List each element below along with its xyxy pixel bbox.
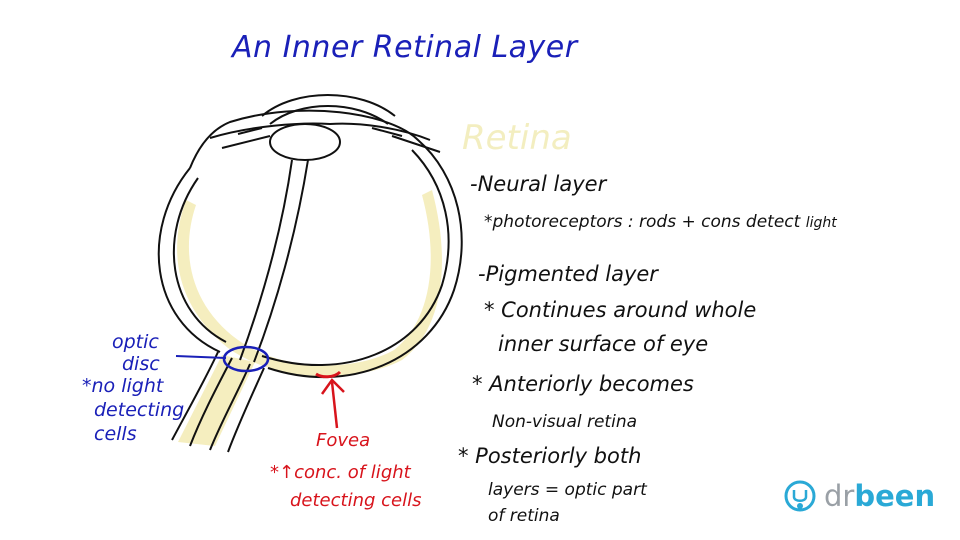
fovea-label-2: *↑conc. of light bbox=[270, 462, 411, 483]
fovea-label-1: Fovea bbox=[316, 430, 371, 451]
page-title: An Inner Retinal Layer bbox=[232, 30, 578, 65]
note-photoreceptors: *photoreceptors : rods + cons detect lig… bbox=[484, 212, 837, 232]
fovea-arrow bbox=[320, 378, 345, 429]
note-anteriorly-2: Non-visual retina bbox=[492, 412, 638, 432]
retina-heading: Retina bbox=[462, 118, 572, 158]
optic-disc-label-2: disc bbox=[122, 353, 160, 375]
fovea-mark bbox=[315, 370, 342, 379]
drbeen-logo: dr been bbox=[782, 478, 935, 514]
note-continues-2: inner surface of eye bbox=[498, 332, 709, 356]
optic-disc-label-1: optic bbox=[112, 331, 159, 353]
logo-text-dr: dr bbox=[824, 479, 855, 513]
note-photoreceptors-text: *photoreceptors : rods + cons detect bbox=[484, 212, 801, 232]
sclera-outer bbox=[157, 109, 463, 379]
note-anteriorly-1: * Anteriorly becomes bbox=[472, 372, 694, 396]
optic-disc-label-3: *no light bbox=[82, 375, 164, 397]
sclera-inner bbox=[172, 149, 450, 367]
retina-band bbox=[177, 190, 442, 377]
stethoscope-icon bbox=[784, 480, 816, 512]
ciliary-body bbox=[237, 127, 403, 137]
note-pigmented-layer: -Pigmented layer bbox=[478, 262, 658, 286]
note-posteriorly-1: * Posteriorly both bbox=[458, 444, 642, 468]
note-posteriorly-3: of retina bbox=[488, 506, 560, 526]
optic-disc-circle bbox=[222, 345, 270, 373]
lens bbox=[269, 123, 341, 161]
optic-nerve bbox=[171, 351, 265, 453]
note-photoreceptors-light: light bbox=[805, 215, 837, 231]
optic-disc-label-5: cells bbox=[94, 423, 137, 445]
note-continues-1: * Continues around whole bbox=[484, 298, 757, 322]
logo-text-been: been bbox=[854, 479, 936, 513]
fovea-label-3: detecting cells bbox=[290, 490, 422, 511]
optic-nerve-fill bbox=[178, 355, 255, 446]
note-posteriorly-2: layers = optic part bbox=[488, 480, 647, 500]
optic-axis bbox=[239, 159, 309, 363]
optic-disc-leader bbox=[175, 355, 227, 359]
note-neural-layer: -Neural layer bbox=[470, 172, 607, 196]
iris bbox=[209, 122, 441, 153]
optic-disc-label-4: detecting bbox=[94, 399, 185, 421]
cornea bbox=[261, 94, 396, 125]
